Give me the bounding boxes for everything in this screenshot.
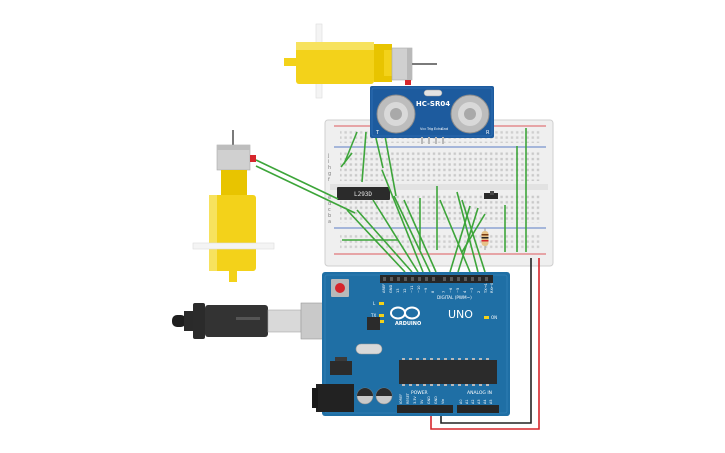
analog-pin-label: A5 [489, 400, 493, 404]
sensor-pin-label: Vcc [420, 127, 426, 131]
row-letter: b [328, 213, 331, 219]
digital-pin-label: 13 [396, 288, 400, 293]
row-letter: g [328, 171, 331, 177]
crystal [355, 343, 383, 355]
power-pin-label: Vin [441, 399, 445, 404]
digital-pin-label: TX→1 [484, 283, 488, 294]
analog-pin-label: A4 [483, 400, 487, 404]
digital-pin-label: 8 [431, 290, 435, 293]
row-letter: i [328, 159, 329, 165]
digital-pin-label: ~3 [470, 288, 474, 293]
atmega328-chip [399, 358, 497, 386]
sensor-r-label: R [486, 130, 490, 136]
row-letter: f [328, 177, 330, 183]
led-l-label: L [373, 301, 376, 306]
l293d-chip: L293D [337, 187, 390, 200]
digital-pin-label: 2 [477, 291, 481, 293]
digital-pin-label: ~5 [456, 288, 460, 293]
row-letter: e [328, 195, 331, 201]
row-letter: a [328, 219, 331, 225]
resistor[interactable] [481, 228, 489, 250]
sensor-pin-label: Trig [426, 127, 433, 131]
digital-pin-label: ~10 [417, 285, 421, 293]
digital-section-label: DIGITAL (PWM~) [437, 295, 472, 300]
row-letter: d [328, 201, 331, 207]
digital-header [380, 275, 493, 283]
analog-pin-label: A1 [465, 400, 469, 404]
digital-pin-label: 7 [442, 291, 446, 293]
digital-pin-label: 12 [403, 288, 407, 293]
jumper-wires [255, 128, 527, 273]
dc-motor-top[interactable] [284, 23, 437, 99]
chip-label: L293D [354, 191, 372, 198]
analog-section-label: ANALOG IN [467, 390, 492, 396]
power-pin-label: 3.3V [413, 396, 417, 404]
analog-pin-label: A2 [471, 400, 475, 404]
power-pin-label: GND [434, 396, 438, 404]
digital-pin-label: ~11 [410, 285, 414, 293]
digital-pin-label: ~6 [449, 287, 453, 293]
led-tx-label: TX [370, 313, 376, 318]
sensor-model-label: HC-SR04 [416, 100, 450, 108]
digital-pin-label: AREF [382, 284, 386, 293]
voltage-regulator [330, 361, 352, 375]
sensor-pin-label: Gnd [441, 127, 448, 131]
arduino-logo: ARDUINO UNO [390, 306, 473, 327]
digital-pin-label: 4 [463, 290, 467, 293]
capacitors [356, 387, 393, 405]
ultrasonic-sensor: HC-SR04 Vcc Trig Echo Gnd T R [370, 86, 494, 144]
power-pin-label: IOREF [399, 394, 403, 404]
digital-pin-label: RX←0 [490, 282, 494, 293]
power-pin-label: 5V [420, 399, 424, 404]
breadboard: j i h g f e d c b a L293D [324, 119, 554, 267]
arduino-brand: ARDUINO [395, 321, 421, 327]
row-letter: j [327, 153, 329, 159]
power-pin-label: GND [427, 396, 431, 404]
power-section-label: POWER [411, 390, 428, 396]
analog-header [457, 405, 499, 413]
slide-switch[interactable] [484, 191, 498, 199]
power-pin-label: RESET [406, 392, 410, 404]
digital-pin-label: GND [389, 285, 393, 293]
power-header [397, 405, 453, 413]
row-letter: c [328, 207, 331, 213]
sensor-t-label: T [375, 130, 380, 136]
digital-pin-label: ~9 [424, 287, 428, 293]
arduino-uno-board: AREF GND 13 12 ~11 ~10 ~9 8 7 ~6 ~5 4 ~3… [312, 272, 510, 416]
sensor-pin-label: Echo [434, 127, 443, 131]
led-on-label: ON [491, 315, 497, 320]
analog-pin-label: A3 [477, 400, 481, 404]
reset-button[interactable] [331, 279, 349, 297]
analog-pin-label: A0 [459, 400, 463, 404]
row-letter: h [328, 165, 331, 171]
usb-chip [367, 317, 380, 330]
dc-power-jack[interactable] [316, 384, 354, 412]
dc-motor-left[interactable] [192, 130, 275, 282]
arduino-model: UNO [448, 308, 473, 321]
